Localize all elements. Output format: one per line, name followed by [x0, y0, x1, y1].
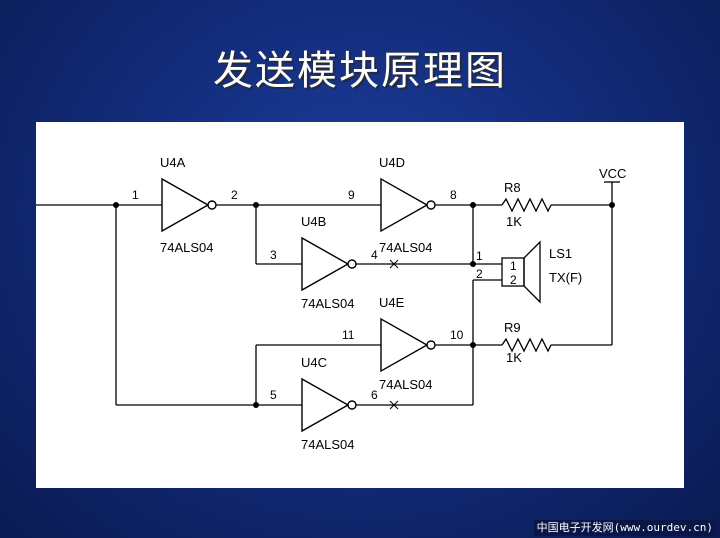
vcc-label: VCC	[599, 166, 626, 181]
gate-u4e-part: 74ALS04	[379, 377, 433, 392]
gate-u4d-in-pin: 9	[348, 188, 355, 202]
gate-u4e: U4E 74ALS04 11 10	[342, 295, 464, 392]
transducer-pin2: 2	[510, 273, 517, 287]
gate-u4c-name: U4C	[301, 355, 327, 370]
gate-u4e-in-pin: 11	[342, 328, 355, 342]
gate-u4a-name: U4A	[160, 155, 186, 170]
slide-title: 发送模块原理图	[213, 48, 507, 94]
gate-u4d-part: 74ALS04	[379, 240, 433, 255]
gate-u4a-out-pin: 2	[231, 188, 238, 202]
vcc-supply: VCC	[599, 166, 626, 183]
resistor-r9-value: 1K	[506, 350, 522, 365]
no-connect-markers	[389, 259, 399, 410]
footer-credit: 中国电子开发网(www.ourdev.cn)	[533, 520, 716, 536]
resistor-r9-name: R9	[504, 320, 521, 335]
gate-u4e-out-pin: 10	[450, 328, 464, 342]
gate-u4c-in-pin: 5	[270, 388, 277, 402]
gate-u4b: U4B 74ALS04 3 4	[270, 214, 378, 311]
transducer-ext-pin1: 1	[476, 249, 483, 263]
transducer-pin1: 1	[510, 259, 517, 273]
junction-dots	[113, 202, 615, 408]
resistor-r9: R9 1K	[501, 320, 552, 365]
gate-u4c: U4C 74ALS04 5 6	[270, 355, 378, 452]
resistor-r8-name: R8	[504, 180, 521, 195]
resistor-r8-value: 1K	[506, 214, 522, 229]
gate-u4c-part: 74ALS04	[301, 437, 355, 452]
gate-u4d-name: U4D	[379, 155, 405, 170]
transducer-ls1: LS1 TX(F) 1 2 1 2	[476, 240, 582, 304]
resistor-r8: R8 1K	[501, 180, 552, 229]
gate-u4b-name: U4B	[301, 214, 326, 229]
gate-u4c-out-pin: 6	[371, 388, 378, 402]
transducer-ext-pin2: 2	[476, 267, 483, 281]
schematic-canvas: U4A 74ALS04 1 2 U4D 74ALS04 9 8 U4B 74AL…	[36, 122, 684, 488]
gate-u4b-part: 74ALS04	[301, 296, 355, 311]
gate-u4a: U4A 74ALS04 1 2	[132, 155, 238, 255]
gate-u4d-out-pin: 8	[450, 188, 457, 202]
gate-u4d: U4D 74ALS04 9 8	[348, 155, 457, 255]
transducer-ls1-part: TX(F)	[549, 270, 582, 285]
gate-u4b-in-pin: 3	[270, 248, 277, 262]
transducer-ls1-name: LS1	[549, 246, 572, 261]
gate-u4e-name: U4E	[379, 295, 405, 310]
schematic-diagram: U4A 74ALS04 1 2 U4D 74ALS04 9 8 U4B 74AL…	[36, 155, 626, 452]
gate-u4a-part: 74ALS04	[160, 240, 214, 255]
gate-u4a-in-pin: 1	[132, 188, 139, 202]
gate-u4b-out-pin: 4	[371, 248, 378, 262]
